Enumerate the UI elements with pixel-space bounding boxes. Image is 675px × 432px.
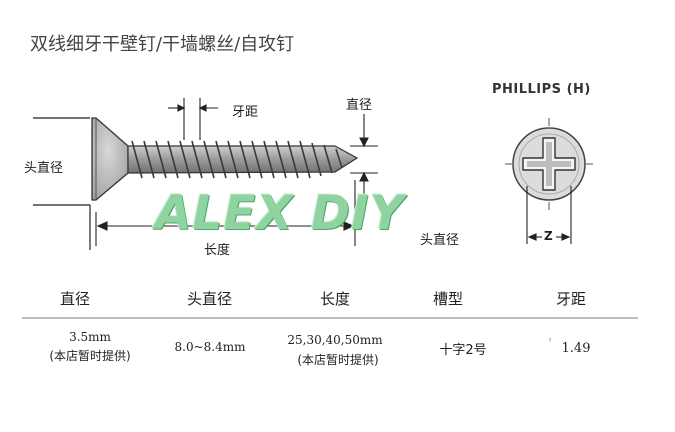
header-pitch: 牙距 xyxy=(556,290,587,308)
z-dimension xyxy=(526,186,572,244)
screw-shank xyxy=(127,140,359,179)
head-diameter-left-dimension xyxy=(33,117,91,250)
length-label: 长度 xyxy=(204,243,231,258)
z-label: Z xyxy=(544,229,553,243)
cell-diameter-note: (本店暂时提供) xyxy=(49,349,131,363)
head-diameter-label-right: 头直径 xyxy=(420,233,460,248)
screw-head xyxy=(91,117,129,201)
cell-length-note: (本店暂时提供) xyxy=(297,353,379,367)
cell-head-diameter: 8.0~8.4mm xyxy=(174,340,246,354)
cell-pitch: 1.49 xyxy=(561,341,591,356)
header-head-diameter: 头直径 xyxy=(187,290,233,308)
header-slot-type: 槽型 xyxy=(433,290,464,308)
table-divider xyxy=(22,317,638,319)
cell-diameter-value: 3.5mm xyxy=(69,330,111,344)
phillips-title: PHILLIPS (H) xyxy=(492,82,591,97)
length-dimension xyxy=(95,180,356,246)
pitch-dimension xyxy=(168,98,218,140)
cell-pitch-mark: ' xyxy=(548,336,552,350)
page-title: 双线细牙干壁钉/干墙螺丝/自攻钉 xyxy=(30,34,295,55)
head-diameter-label-left: 头直径 xyxy=(24,161,64,176)
cell-slot-type: 十字2号 xyxy=(439,343,487,358)
watermark: ALEX DIY xyxy=(155,186,405,241)
phillips-head-view xyxy=(505,118,593,210)
diameter-dimension xyxy=(350,114,378,202)
header-diameter: 直径 xyxy=(60,290,91,308)
cell-length-values: 25,30,40,50mm xyxy=(287,333,383,347)
pitch-label: 牙距 xyxy=(232,105,259,120)
header-length: 长度 xyxy=(320,290,351,308)
diameter-label: 直径 xyxy=(346,98,373,113)
